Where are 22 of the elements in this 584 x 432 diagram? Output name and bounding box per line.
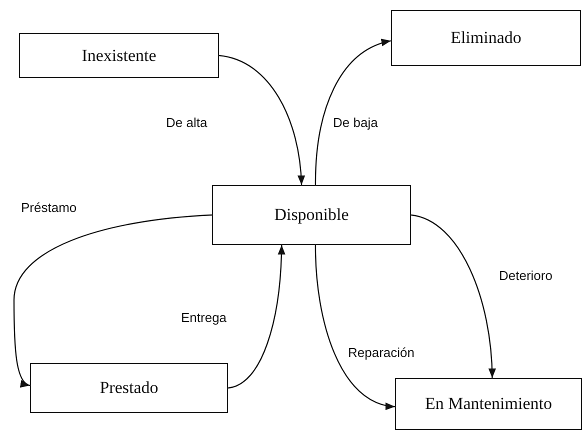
arrow	[218, 54, 305, 186]
edge-label: De alta	[165, 115, 208, 130]
state-box	[212, 185, 411, 245]
arrow	[13, 214, 212, 386]
state-box	[30, 363, 228, 413]
state-name: Prestado	[100, 378, 158, 398]
arrow	[228, 244, 286, 389]
state-box	[395, 378, 582, 430]
edge-label: De baja	[332, 115, 379, 130]
arrow	[410, 214, 496, 378]
arrow	[314, 40, 392, 186]
edge-label: Reparación	[347, 345, 416, 360]
state-box	[19, 33, 219, 78]
state-box	[391, 10, 581, 66]
edge-label: Préstamo	[20, 200, 78, 215]
edge-label: Entrega	[180, 310, 228, 325]
edge-label: Deterioro	[498, 268, 554, 283]
state-name: En Mantenimiento	[424, 394, 552, 414]
state-name: Eliminado	[450, 28, 522, 48]
arrow	[314, 244, 396, 409]
state-name: Disponible	[274, 205, 349, 225]
state-name: Inexistente	[82, 46, 156, 66]
